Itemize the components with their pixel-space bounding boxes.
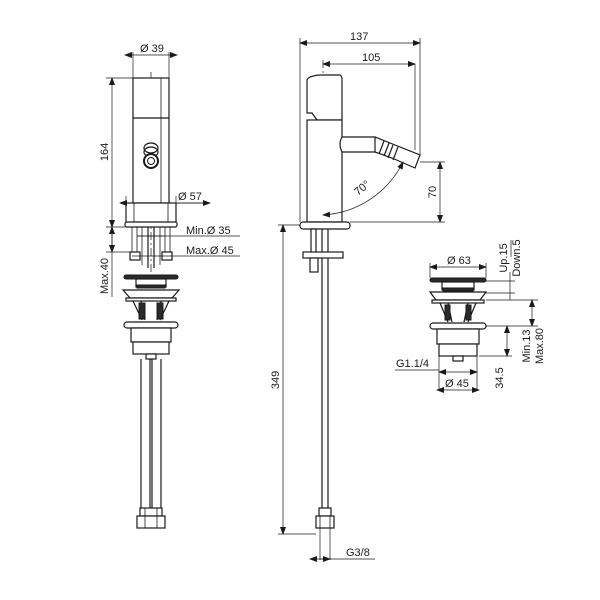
dim-thread: G1.1/4 (396, 358, 429, 370)
dim-spout-angle: 70° (352, 178, 372, 198)
dim-height: 164 (99, 143, 111, 161)
dim-cap-diameter: Ø 63 (447, 255, 471, 267)
dim-deck-max: Max.80 (534, 328, 546, 364)
dim-overall-depth: 137 (350, 31, 368, 43)
dim-waste-body-diameter: Ø 45 (445, 378, 469, 390)
front-view: Ø 39 164 Ø 57 Min.Ø 35 Max.Ø 45 Max.40 (99, 43, 240, 529)
dim-base-diameter: Ø 57 (178, 191, 202, 203)
dim-hose-length: 349 (270, 371, 282, 389)
dim-deck-thickness: Max.40 (99, 258, 111, 294)
side-view: 70° 137 105 70 349 G3/8 (270, 31, 445, 562)
dim-stroke-up: Up.15 (498, 243, 510, 272)
dim-spout-height: 70 (427, 186, 439, 198)
dim-hole-min: Min.Ø 35 (186, 225, 231, 237)
dim-hole-max: Max.Ø 45 (186, 245, 234, 257)
dim-tail-length: 34.5 (494, 367, 506, 388)
waste-cap (429, 277, 487, 283)
waste-view: Ø 63 Up.15 Down.5 Min.13 Max.80 34.5 G1.… (395, 239, 546, 393)
dim-hose-connection: G3/8 (346, 547, 370, 559)
knob-icon (143, 142, 159, 169)
mixer-body (132, 77, 170, 204)
dim-stroke-down: Down.5 (511, 239, 523, 276)
dim-deck-min: Min.13 (521, 329, 533, 362)
mixer-head (306, 74, 343, 121)
dim-body-diameter: Ø 39 (140, 43, 164, 55)
dim-spout-reach: 105 (362, 52, 380, 64)
